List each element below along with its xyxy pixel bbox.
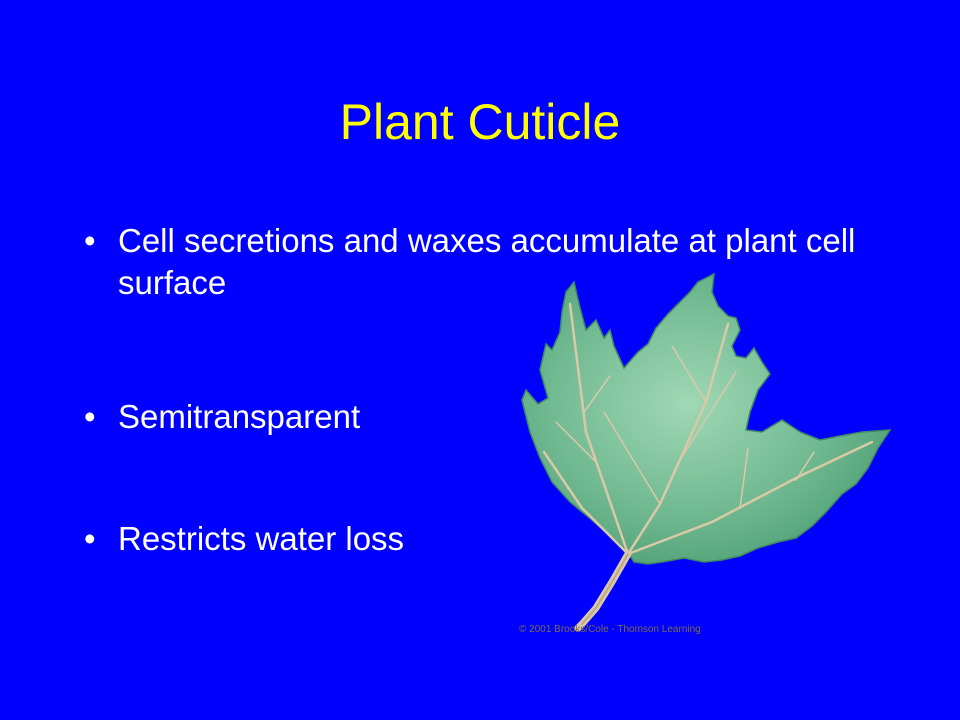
slide-title: Plant Cuticle bbox=[339, 94, 621, 150]
bullet-marker: • bbox=[84, 398, 96, 435]
bullet-text: Restricts water loss bbox=[118, 520, 405, 557]
leaf-illustration bbox=[521, 272, 892, 632]
image-credit: © 2001 Brooks/Cole - Thomson Learning bbox=[519, 624, 701, 635]
bullet-marker: • bbox=[84, 520, 96, 557]
bullet-text: Semitransparent bbox=[118, 398, 361, 435]
bullet-item: • Cell secretions and waxes accumulate a… bbox=[84, 220, 858, 304]
bullet-item: • Restricts water loss bbox=[84, 518, 858, 560]
leaf-veins bbox=[542, 302, 874, 556]
bullet-item: • Semitransparent bbox=[84, 396, 858, 438]
leaf-stem bbox=[574, 550, 632, 632]
bullet-text: Cell secretions and waxes accumulate at … bbox=[118, 222, 856, 301]
bullet-marker: • bbox=[84, 222, 96, 259]
